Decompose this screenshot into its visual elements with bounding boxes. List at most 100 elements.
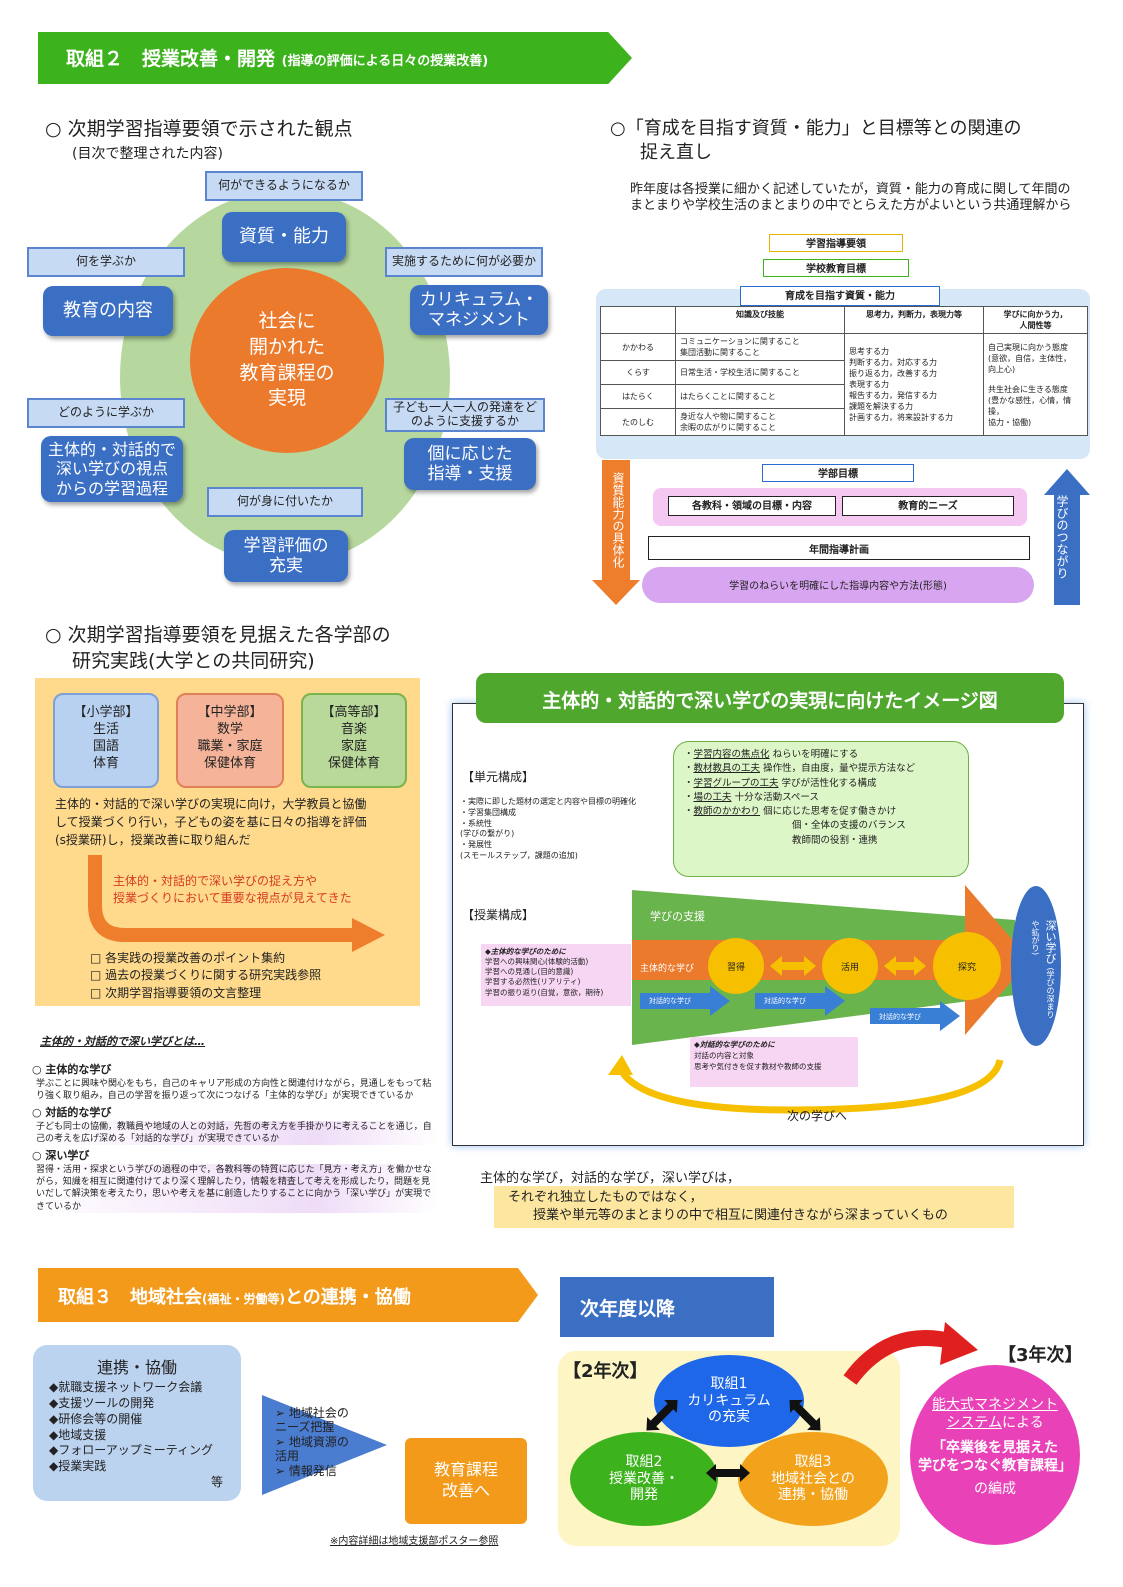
label-how-learn: どのように学ぶか — [27, 398, 185, 428]
image-diagram-title: 主体的・対話的で深い学びの実現に向けたイメージ図 — [476, 673, 1064, 723]
red-curved-arrow — [843, 1322, 978, 1385]
bubble-line-2: ・教材教具の工夫 操作性，自由度，量や提示方法など — [684, 763, 916, 775]
year2-label: 【2年次】 — [563, 1361, 648, 1382]
caption-band — [494, 1186, 1014, 1228]
speech-bubble: ・学習内容の焦点化 ねらいを明確にする ・教材教具の工夫 操作性，自由度，量や提… — [673, 741, 969, 877]
bubble-extra-2: 教師間の役割・連携 — [792, 834, 878, 846]
arrow-item-2-text: 地域資源の 活用 — [275, 1434, 349, 1464]
panel2-heading-1: ○「育成を目指す資質・能力」と目標等との関連の — [610, 118, 1022, 139]
row-knowledge-4: 身近な人や物に関すること 余暇の広がりに関すること — [675, 408, 845, 436]
pink-box-dialog: ◆対話的な学びのために 対話の内容と対象 思考や気付きを促す教材や教師の支援 — [690, 1037, 858, 1087]
dept-high: 【高等部】 音楽 家庭 保健体育 — [301, 693, 407, 788]
unit-label: 【単元構成】 — [462, 770, 535, 784]
box-deep-learning-text: 主体的・対話的で 深い学びの視点 からの学習過程 — [47, 440, 176, 498]
circle-3-text: 取組3 地域社会との 連携・協働 — [771, 1453, 855, 1504]
section3-blue-arrow — [262, 1395, 387, 1495]
box-guidelines: 学習指導要領 — [769, 234, 903, 252]
section2-banner-sub: (指導の評価による日々の授業改善) — [281, 54, 489, 69]
arrow-text-1: 主体的・対話的で深い学びの捉え方や — [113, 874, 318, 888]
pink1-item-2: 学習への見通し(目的意識) — [485, 967, 574, 977]
double-arrow-2 — [884, 956, 926, 976]
left-arrow-text: 資質能力の具体化 — [611, 472, 625, 568]
pink-by: による — [1002, 1414, 1044, 1431]
defs-block: ○ 主体的な学び 学ぶことに興味や関心をもち，自己のキャリア形成の方向性と関連付… — [32, 1063, 437, 1213]
section2-banner: 取組２ 授業改善・開発 (指導の評価による日々の授業改善) — [38, 32, 632, 84]
panel2-heading-2: 捉え直し — [640, 142, 712, 163]
step-circle-1 — [708, 938, 764, 994]
circle-2-text: 取組2 授業改善・ 開発 — [609, 1453, 679, 1504]
dept-elementary-s1: 生活 — [92, 721, 119, 737]
collab-box: 連携・協働 ◆就職支援ネットワーク会議 ◆支援ツールの開発 ◆研修会等の開催 ◆… — [33, 1345, 241, 1501]
unit-item-6: (スモールステップ，課題の追加) — [460, 850, 578, 860]
def2-title: ○ 対話的な学び — [32, 1106, 112, 1120]
checklist: □ 各実践の授業改善のポイント集約 □ 過去の授業づくりに関する研究実践参照 □… — [90, 950, 321, 1002]
pink-link[interactable]: 能大式マネジメント システムによる — [910, 1397, 1080, 1432]
box-deep-learning-process: 主体的・対話的で 深い学びの視点 からの学習過程 — [41, 436, 183, 502]
thinking-cell-text: 思考する力 判断する力，対応する力 振り返る力，改善する力 表現する力 報告する… — [849, 347, 953, 422]
year3-label: 【3年次】 — [998, 1345, 1083, 1366]
def-title: 主体的・対話的で深い学びとは… — [40, 1035, 205, 1048]
dept-elementary: 【小学部】 生活 国語 体育 — [53, 693, 159, 788]
dept-elementary-s2: 国語 — [92, 738, 119, 754]
circle-1: 取組1 カリキュラム の充実 — [654, 1355, 804, 1447]
bubble-rest-5: 個に応じた思考を促す働きかけ — [763, 806, 897, 817]
right-blue-arrow — [1044, 469, 1090, 605]
collab-item-1: ◆就職支援ネットワーク会議 — [49, 1380, 203, 1395]
deep-learning-ellipse — [1011, 886, 1061, 1046]
circle-3: 取組3 地域社会との 連携・協働 — [738, 1432, 888, 1526]
dept-high-s3: 保健体育 — [327, 755, 380, 771]
bubble-rest-4: 十分な活動スペース — [734, 791, 819, 803]
def1-title: ○ 主体的な学び — [32, 1063, 112, 1076]
center-line-3: 教育課程の — [239, 361, 335, 384]
row-key-2: くらす — [600, 360, 676, 385]
box-school-goal: 学校教育目標 — [763, 259, 909, 277]
row-knowledge-1: コミュニケーションに関すること 集団活動に関すること — [675, 333, 845, 361]
collab-etc: 等 — [210, 1475, 223, 1490]
attitude-cell: 自己実現に向かう態度 (意欲，自信，主体性， 向上心) 共生社会に生きる態度 (… — [983, 333, 1088, 436]
check-item-3: □ 次期学習指導要領の文言整理 — [90, 985, 262, 1000]
pink1-title: ◆主体的な学びのために — [485, 947, 566, 956]
right-arrow-text: 学びのつながり — [1055, 495, 1069, 579]
curriculum-improve-text: 教育課程 改善へ — [433, 1460, 498, 1500]
center-line-2: 開かれた — [248, 335, 325, 358]
bubble-u-5: 教師のかかわり — [693, 806, 761, 817]
section3-banner-end: との連携・協働 — [284, 1287, 411, 1308]
panel2-side-arrows — [592, 460, 1090, 605]
step-3: 探究 — [957, 963, 976, 973]
arrow-item-1: ➢ 地域社会の ニーズ把握 — [275, 1406, 349, 1435]
center-line-1: 社会に — [258, 310, 316, 333]
pink1-item-4: 学習の振り返り(自覚，意欲，期待) — [485, 987, 604, 997]
box-learning-aim: 学習のねらいを明確にした指導内容や方法(形態) — [642, 567, 1034, 603]
bubble-extra-1: 個・全体の支援のバランス — [792, 820, 906, 832]
bubble-u-3: 学習グループの工夫 — [693, 777, 779, 789]
panel1-heading: ○ 次期学習指導要領で示された観点 — [45, 118, 353, 140]
panel1-subheading: (目次で整理された内容) — [72, 146, 223, 162]
learning-flow-svg — [608, 885, 1061, 1114]
bubble-line-1: ・学習内容の焦点化 ねらいを明確にする — [684, 749, 859, 760]
label-what-needed: 実施するために何が必要か — [385, 247, 543, 277]
pink-tail: の編成 — [974, 1481, 1016, 1497]
pink2-item-2: 思考や気付きを促す教材や教師の支援 — [694, 1061, 822, 1071]
caption-line-1: 主体的な学び，対話的な学び，深い学びは， — [480, 1171, 741, 1186]
section3-banner-main: 取組３ 地域社会 — [58, 1287, 202, 1308]
arrow-item-1-text: 地域社会の ニーズ把握 — [275, 1406, 349, 1435]
lesson-label: 【授業構成】 — [462, 908, 535, 922]
th-attitude-text: 学びに向かう力， 人間性等 — [1003, 310, 1068, 330]
attitude-cell-text: 自己実現に向かう態度 (意欲，自信，主体性， 向上心) 共生社会に生きる態度 (… — [988, 342, 1072, 427]
bubble-rest-1: ねらいを明確にする — [772, 749, 859, 760]
loop-arrow — [616, 1058, 1004, 1114]
caption-line-2: それぞれ独立したものではなく， — [508, 1190, 703, 1205]
collab-item-6: ◆授業実践 — [49, 1459, 107, 1474]
arrow-text-2: 授業づくりにおいて重要な視点が見えてきた — [113, 891, 352, 905]
section3-banner-sub: (福祉・労働等) — [202, 1292, 285, 1306]
next-year-banner: 次年度以降 — [560, 1277, 774, 1337]
bubble-u-2: 教材教具の工夫 — [693, 763, 761, 775]
bubble-line-4: ・場の工夫 十分な活動スペース — [684, 791, 819, 803]
arrow-c2-c3 — [706, 1464, 750, 1482]
unit-item-3: ・系統性 — [460, 818, 492, 828]
arrow-item-3-text: 情報発信 — [288, 1463, 337, 1478]
def3-title: ○ 深い学び — [32, 1149, 90, 1163]
box-curriculum-text: カリキュラム・ マネジメント — [419, 289, 539, 330]
row-key-1: かかわる — [600, 333, 676, 361]
check-item-3-text: 次期学習指導要領の文言整理 — [105, 985, 262, 1000]
